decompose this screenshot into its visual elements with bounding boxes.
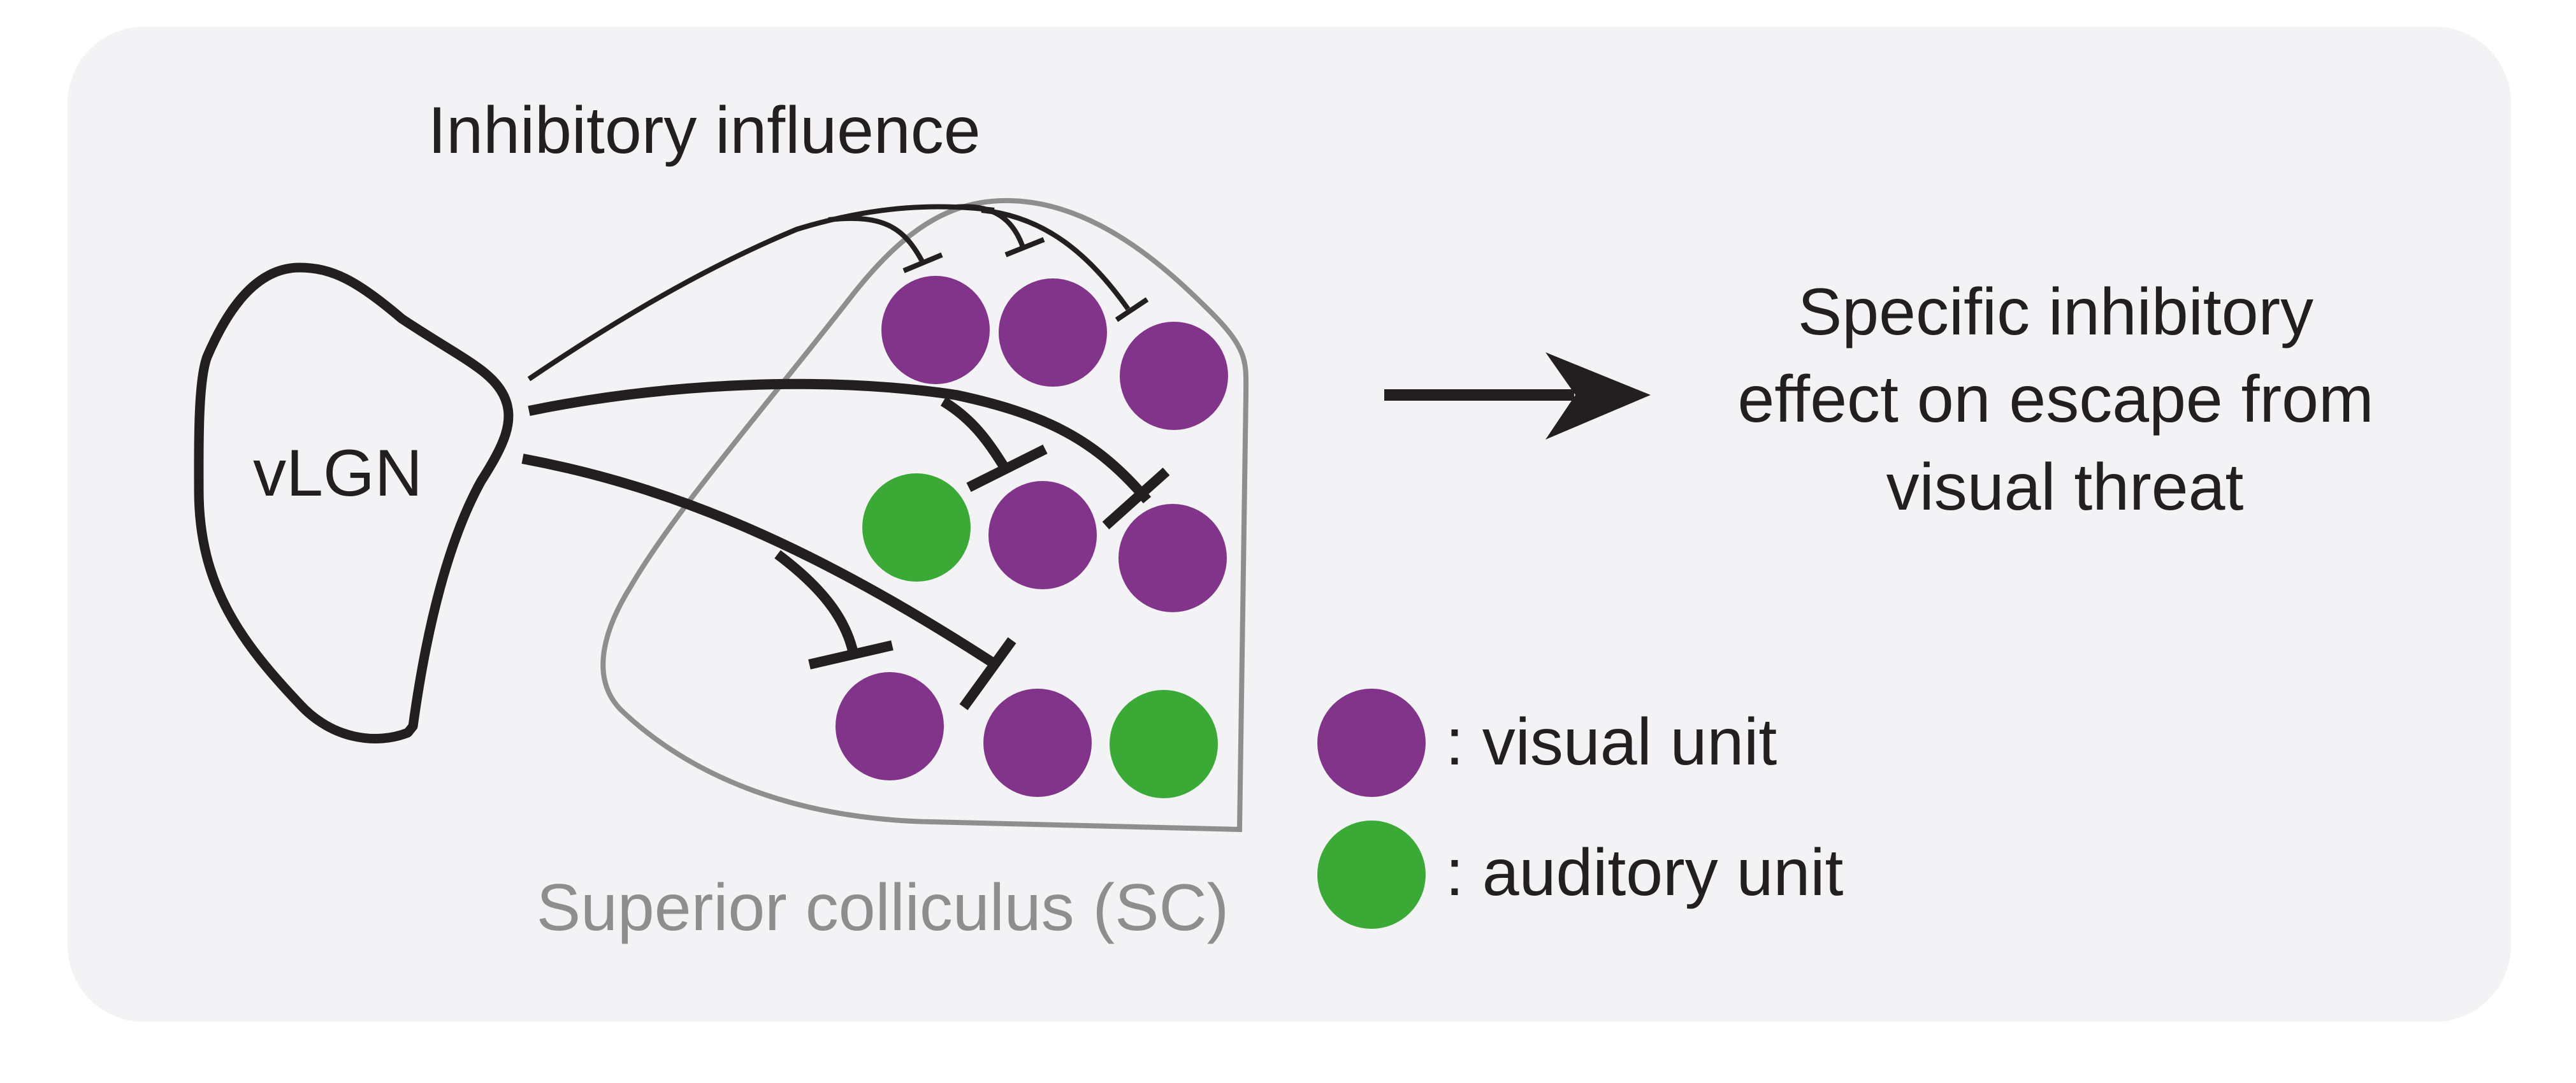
thin-projections: [527, 204, 1131, 382]
right-arrow-icon: [1384, 352, 1651, 440]
effect-line-1: Specific inhibitory: [1798, 275, 2313, 349]
legend: : visual unit : auditory unit: [1317, 689, 1843, 929]
thin-inhibitory-terminals: [902, 237, 1149, 322]
visual-unit: [983, 689, 1092, 797]
legend-visual-label: : visual unit: [1445, 705, 1777, 779]
visual-unit: [1120, 322, 1228, 430]
effect-line-3: visual threat: [1886, 450, 2244, 524]
background-panel: [68, 27, 2511, 1022]
effect-line-2: effect on escape from: [1737, 362, 2373, 436]
legend-visual-swatch: [1317, 689, 1426, 797]
thin-projection-branch-1: [828, 215, 925, 264]
thick-projection-lower: [521, 454, 1001, 670]
visual-unit: [988, 481, 1097, 589]
legend-auditory-label: : auditory unit: [1445, 836, 1843, 910]
effect-description: Specific inhibitory effect on escape fro…: [1737, 275, 2392, 524]
vlgn-label: vLGN: [253, 436, 423, 510]
thick-projections: [521, 378, 1152, 670]
visual-unit: [1118, 504, 1227, 612]
visual-unit: [836, 672, 944, 780]
auditory-unit: [1110, 690, 1218, 798]
visual-unit: [999, 278, 1107, 387]
sc-outline: [600, 197, 1249, 833]
thick-projection-middle: [528, 378, 1152, 504]
units: [836, 276, 1228, 798]
sc-label: Superior colliculus (SC): [537, 871, 1229, 945]
diagram-title: Inhibitory influence: [428, 94, 980, 168]
thick-projection-lower-branch: [774, 550, 859, 657]
thick-projection-middle-branch: [940, 397, 1011, 475]
thick-inhibitory-terminals: [808, 444, 1170, 710]
thin-projection-branch-3: [981, 208, 1131, 311]
vlgn-outline: [194, 262, 514, 743]
auditory-unit: [862, 473, 971, 582]
legend-auditory-swatch: [1317, 821, 1426, 929]
visual-unit: [881, 276, 990, 384]
thin-projection-main: [527, 204, 995, 382]
